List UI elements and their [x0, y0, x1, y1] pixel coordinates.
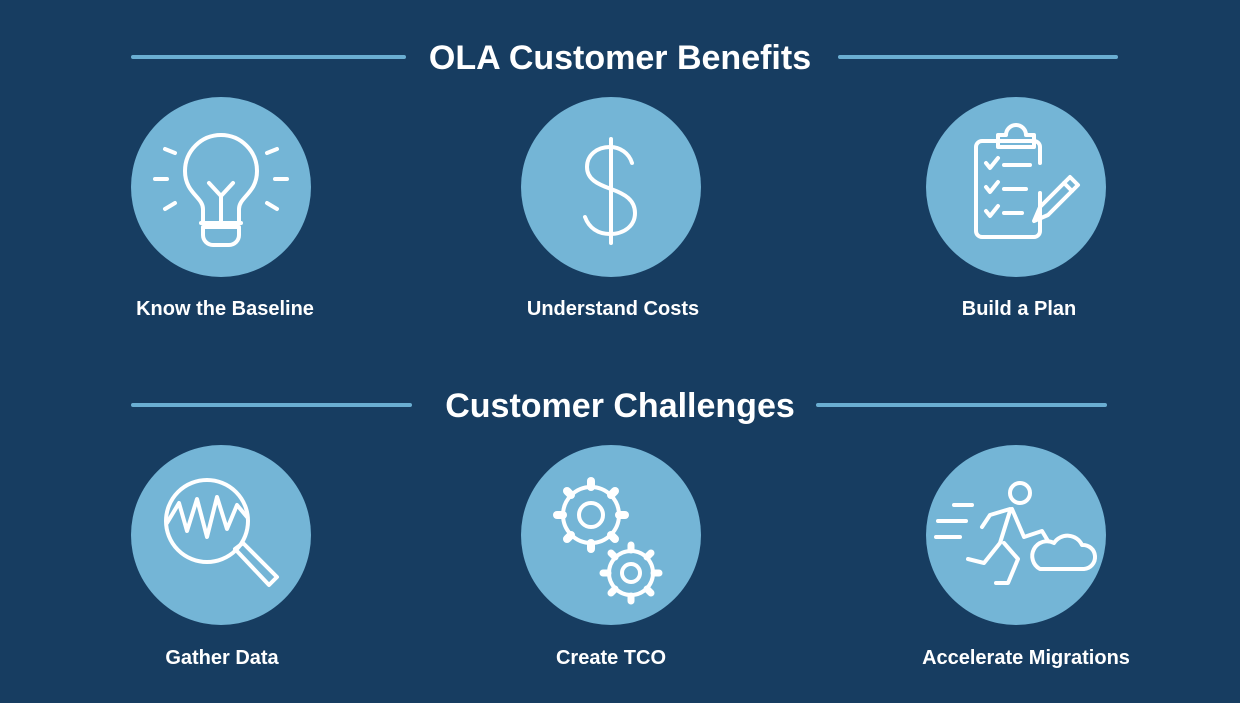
challenge-label-migrations: Accelerate Migrations: [922, 647, 1130, 669]
challenges-rule-left: [131, 403, 412, 407]
magnifier-circle: [131, 445, 311, 625]
challenge-label-data: Gather Data: [165, 647, 279, 669]
running-person-cloud-icon: [934, 481, 1097, 585]
clipboard-circle: [926, 97, 1106, 277]
clipboard-checklist-icon: [974, 123, 1080, 239]
challenges-heading: Customer Challenges: [445, 387, 795, 425]
benefit-label-plan: Build a Plan: [961, 298, 1077, 320]
benefits-heading: OLA Customer Benefits: [428, 39, 812, 77]
lightbulb-icon: [153, 133, 289, 247]
benefits-rule-left: [131, 55, 406, 59]
challenges-rule-right: [816, 403, 1107, 407]
benefit-label-costs: Understand Costs: [526, 298, 700, 320]
gears-icon: [553, 477, 663, 605]
dollar-sign-icon: [583, 137, 637, 245]
runner-circle: [926, 445, 1106, 625]
benefits-rule-right: [838, 55, 1118, 59]
gears-circle: [521, 445, 701, 625]
lightbulb-circle: [131, 97, 311, 277]
challenge-label-tco: Create TCO: [555, 647, 667, 669]
benefit-label-baseline: Know the Baseline: [136, 298, 314, 320]
dollar-circle: [521, 97, 701, 277]
magnifier-chart-icon: [164, 478, 279, 587]
